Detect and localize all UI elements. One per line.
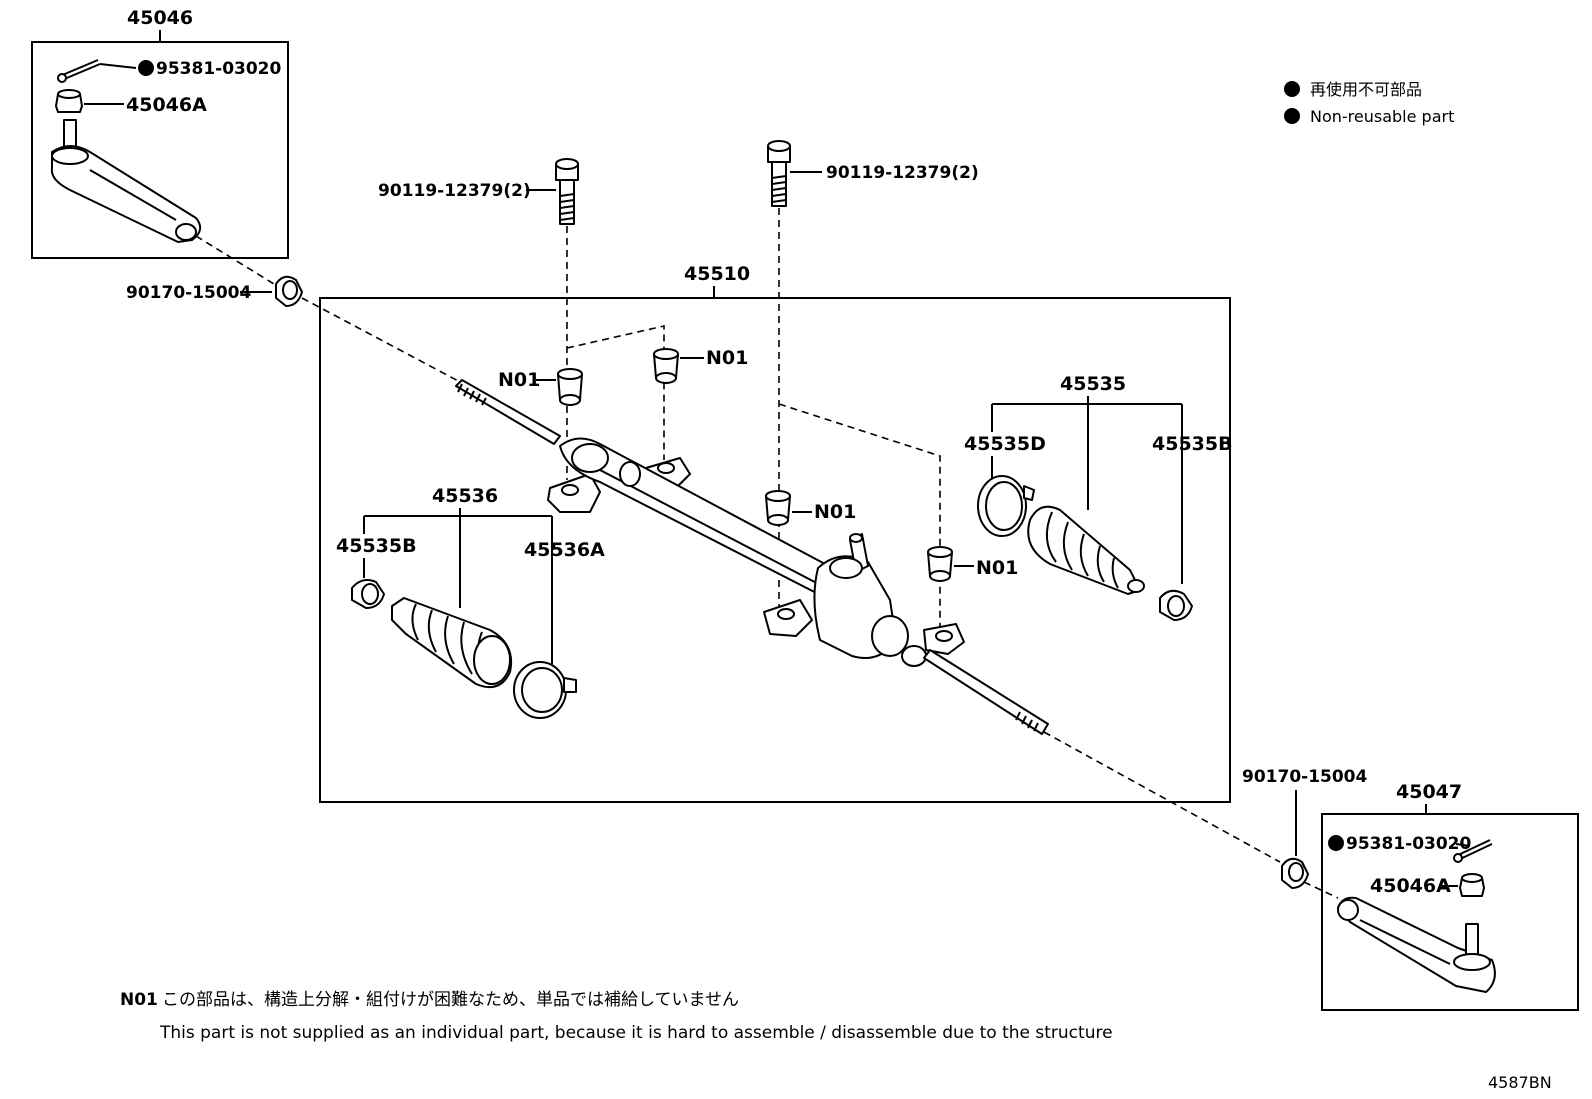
castle-nut-lh-icon — [55, 89, 83, 113]
tie-rod-end-rh-box — [1321, 813, 1579, 1011]
bushing-icon — [765, 490, 791, 526]
legend: 再使用不可部品 Non-reusable part — [1284, 80, 1454, 126]
bushing-icon — [653, 348, 679, 384]
label-95381-03020-lh: 95381-03020 — [156, 59, 282, 79]
label-45510: 45510 — [684, 263, 750, 285]
note-code: N01 — [120, 990, 158, 1010]
note-japanese: この部品は、構造上分解・組付けが困難なため、単品では補給していません — [162, 990, 739, 1010]
boot-clamp-d-icon — [977, 475, 1035, 537]
boot-clamp-b-lh-icon — [351, 579, 385, 609]
dashed-leaders — [195, 208, 1339, 899]
bushing-icon — [927, 546, 953, 582]
tie-rod-end-lh-icon — [50, 119, 202, 243]
bolt-left-icon — [555, 158, 579, 225]
rack-assembly-box — [319, 297, 1231, 803]
label-45046a-lh: 45046A — [126, 94, 207, 116]
legend-english: Non-reusable part — [1310, 107, 1454, 126]
tie-rod-end-rh-icon — [1337, 896, 1496, 993]
label-90119-12379-right: 90119-12379(2) — [826, 163, 979, 183]
label-n01-a: N01 — [498, 369, 540, 391]
non-reusable-dot-icon — [1328, 835, 1344, 851]
lock-nut-rh-group: 90170-15004 — [1242, 767, 1368, 889]
label-n01-c: N01 — [814, 501, 856, 523]
label-45047: 45047 — [1396, 781, 1462, 803]
bushing-icon — [557, 368, 583, 406]
n01-bushing-a: N01 — [498, 368, 583, 406]
lock-nut-lh-icon — [275, 275, 303, 307]
lock-nut-rh-icon — [1281, 857, 1309, 889]
bolt-right-icon — [767, 140, 791, 207]
footnote: N01 この部品は、構造上分解・組付けが困難なため、単品では補給していません T… — [120, 990, 1113, 1043]
lock-nut-lh-group: 90170-15004 — [126, 275, 303, 307]
label-n01-b: N01 — [706, 347, 748, 369]
label-45535b-lh: 45535B — [336, 535, 417, 557]
label-45535: 45535 — [1060, 373, 1126, 395]
label-90170-15004-rh: 90170-15004 — [1242, 767, 1368, 787]
boot-rh-group: 45535 45535D 45535B — [964, 373, 1233, 621]
boot-clamp-b-rh-icon — [1159, 589, 1193, 621]
steering-rack-housing-icon — [455, 379, 1049, 735]
label-n01-d: N01 — [976, 557, 1018, 579]
label-45535d: 45535D — [964, 433, 1046, 455]
label-90170-15004-lh: 90170-15004 — [126, 283, 252, 303]
tie-rod-end-rh-group: 45047 95381-03020 45046A — [1321, 781, 1579, 1011]
note-english: This part is not supplied as an individu… — [159, 1023, 1113, 1043]
steering-boot-rh-icon — [1027, 505, 1145, 595]
cotter-pin-rh-icon — [1453, 839, 1493, 863]
non-reusable-dot-icon — [1284, 108, 1300, 124]
boot-lh-group: 45536 45535B 45536A — [336, 485, 605, 719]
legend-japanese: 再使用不可部品 — [1310, 80, 1422, 99]
label-45046a-rh: 45046A — [1370, 875, 1451, 897]
n01-bushing-b: N01 — [653, 347, 748, 384]
tie-rod-end-lh-group: 45046 95381-03020 45046A — [31, 7, 289, 259]
castle-nut-rh-icon — [1459, 873, 1485, 897]
bolt-left-group: 90119-12379(2) — [378, 158, 579, 225]
label-45535b-rh: 45535B — [1152, 433, 1233, 455]
cotter-pin-lh-icon — [57, 59, 101, 83]
label-45536: 45536 — [432, 485, 498, 507]
n01-bushing-c: N01 — [765, 490, 856, 526]
boot-clamp-a-icon — [513, 661, 577, 719]
non-reusable-dot-icon — [138, 60, 154, 76]
tie-rod-end-lh-box — [31, 41, 289, 259]
label-45046: 45046 — [127, 7, 193, 29]
figure-code: 4587BN — [1488, 1073, 1552, 1092]
bolt-right-group: 90119-12379(2) — [767, 140, 979, 207]
label-45536a: 45536A — [524, 539, 605, 561]
n01-bushing-d: N01 — [927, 546, 1018, 582]
label-95381-03020-rh: 95381-03020 — [1346, 834, 1472, 854]
steering-boot-lh-icon — [391, 597, 512, 688]
label-90119-12379-left: 90119-12379(2) — [378, 181, 531, 201]
non-reusable-dot-icon — [1284, 81, 1300, 97]
